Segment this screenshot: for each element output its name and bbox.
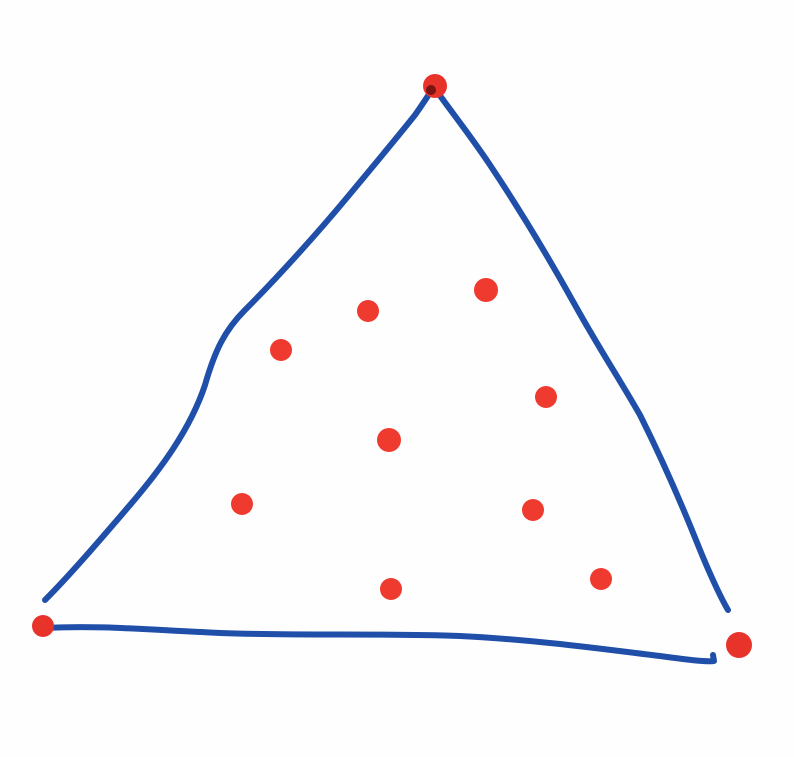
vertex-dot-bottom-left [32,615,54,637]
interior-dot [357,300,379,322]
interior-dot [535,386,557,408]
interior-dot [270,339,292,361]
interior-dot [474,278,498,302]
vertex-dot-top-center [426,85,436,95]
interior-dot [231,493,253,515]
vertex-dot-top [423,74,447,98]
interior-dot [380,578,402,600]
interior-dot [590,568,612,590]
triangle-right-side [433,87,731,613]
interior-dot [377,428,401,452]
triangle-base [42,624,717,665]
triangle-left-side [42,85,436,603]
vertex-dot-bottom-right [726,632,752,658]
interior-dot [522,499,544,521]
